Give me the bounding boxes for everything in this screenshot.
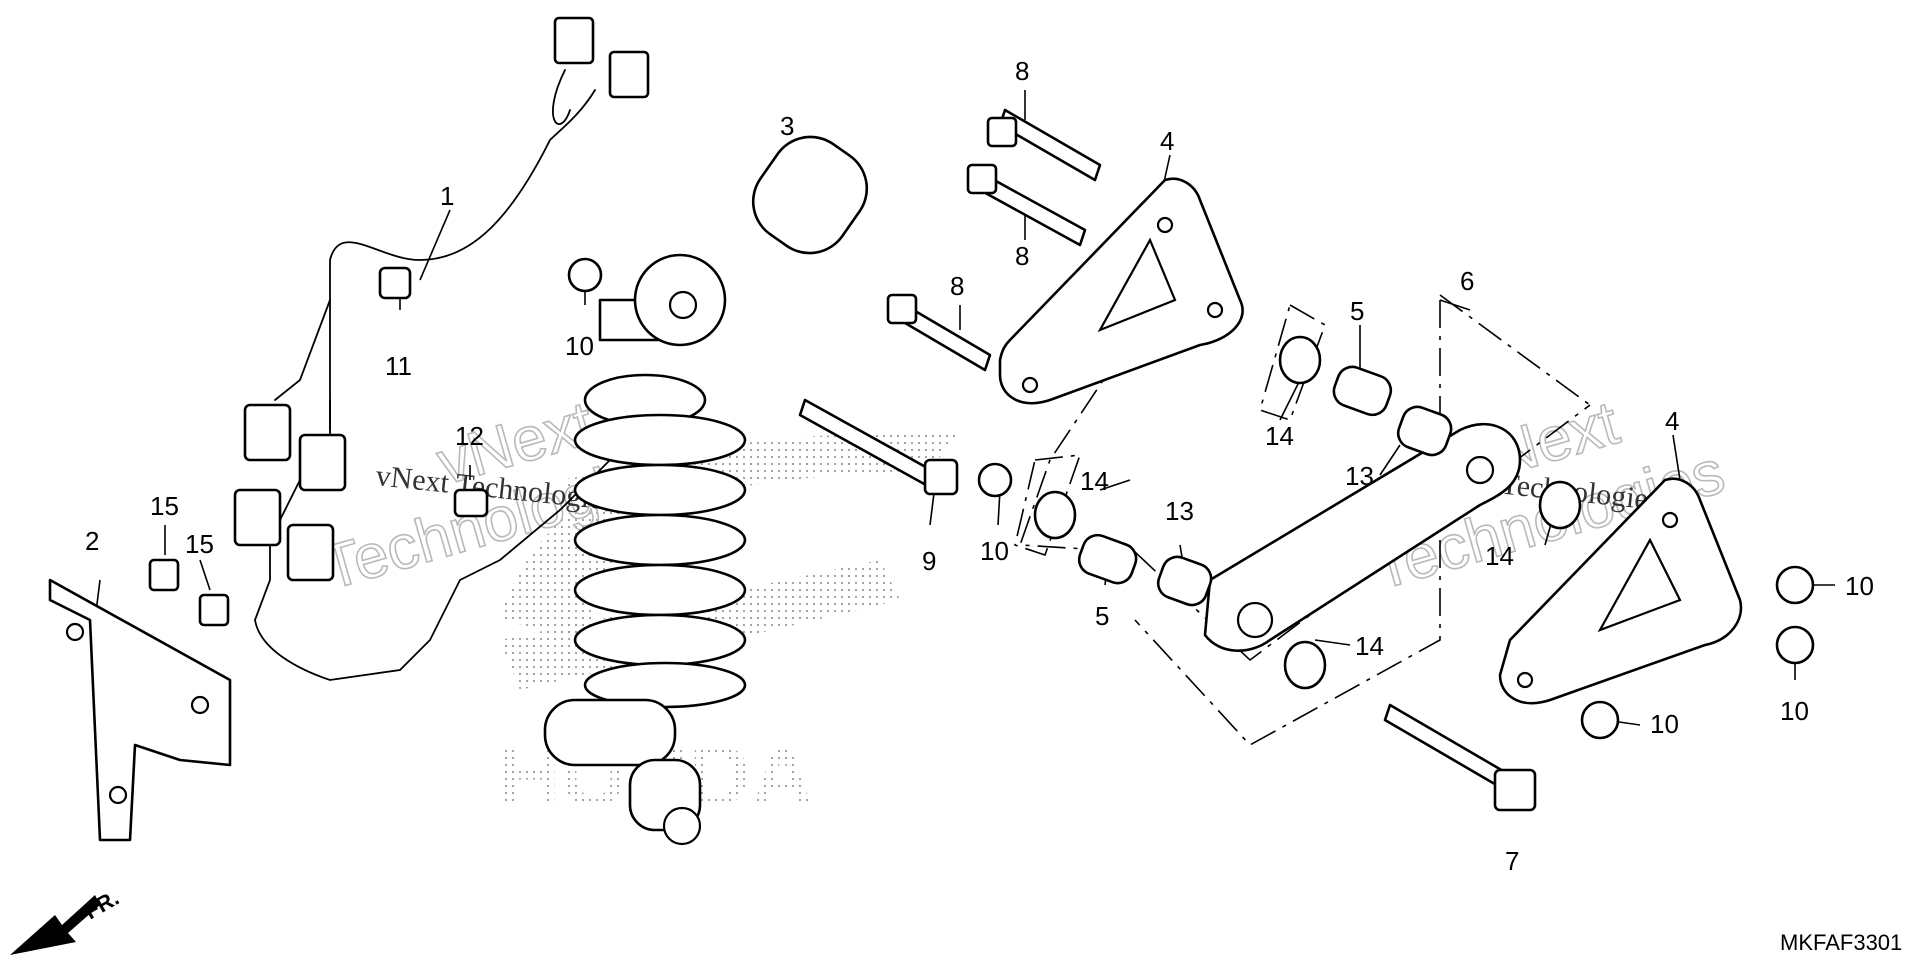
bolts	[798, 108, 1537, 812]
callout-14d: 14	[1485, 541, 1514, 571]
callouts: 1 2 3 4 4 5 5 6 7 8 8 8 9 10 10 10 10 10…	[85, 56, 1874, 876]
harness-clip	[453, 488, 489, 518]
suspension-link	[1203, 422, 1522, 652]
plate-hole	[65, 622, 85, 642]
bushing-box-1	[1259, 303, 1326, 422]
rear-shock-absorber	[543, 135, 869, 846]
callout-2: 2	[85, 526, 99, 556]
bushing-box-2	[1014, 454, 1082, 557]
callout-10c: 10	[1845, 571, 1874, 601]
callout-8b: 8	[1015, 241, 1029, 271]
callout-10d: 10	[1780, 696, 1809, 726]
catalog-code: MKFAF3301	[1780, 930, 1902, 955]
flange-nuts	[567, 257, 1815, 740]
harness-connector	[243, 403, 292, 462]
harness-connector	[286, 523, 335, 582]
callout-13b: 13	[1165, 496, 1194, 526]
callout-11: 11	[385, 351, 412, 381]
callout-5a: 5	[1350, 296, 1364, 326]
harness-connector	[608, 50, 650, 99]
callout-4b: 4	[1665, 406, 1679, 436]
bracket-plate	[48, 578, 232, 842]
wire-harness	[233, 16, 650, 681]
callout-15a: 15	[150, 491, 179, 521]
harness-connector	[553, 16, 595, 65]
callout-14c: 14	[1355, 631, 1384, 661]
callout-14b: 14	[1080, 466, 1109, 496]
callout-10e: 10	[1650, 709, 1679, 739]
callout-10a: 10	[565, 331, 594, 361]
callout-7: 7	[1505, 846, 1519, 876]
callout-8a: 8	[1015, 56, 1029, 86]
harness-connector	[233, 488, 282, 547]
callout-4a: 4	[1160, 126, 1174, 156]
callout-8c: 8	[950, 271, 964, 301]
callout-13a: 13	[1345, 461, 1374, 491]
bushings-and-collars	[1033, 335, 1582, 690]
plate-hole	[190, 695, 210, 715]
front-direction-marker: FR.	[10, 885, 123, 955]
harness-clip	[378, 266, 412, 300]
harness-clamp	[198, 593, 230, 627]
callout-3: 3	[780, 111, 794, 141]
callout-5b: 5	[1095, 601, 1109, 631]
front-marker-text: FR.	[80, 885, 123, 924]
callout-12: 12	[455, 421, 484, 451]
callout-6: 6	[1460, 266, 1474, 296]
plate-hole	[108, 785, 128, 805]
callout-14a: 14	[1265, 421, 1294, 451]
callout-10b: 10	[980, 536, 1009, 566]
harness-clamp	[148, 558, 180, 592]
callout-1: 1	[440, 181, 454, 211]
harness-connector	[298, 433, 347, 492]
callout-9: 9	[922, 546, 936, 576]
callout-15b: 15	[185, 529, 214, 559]
